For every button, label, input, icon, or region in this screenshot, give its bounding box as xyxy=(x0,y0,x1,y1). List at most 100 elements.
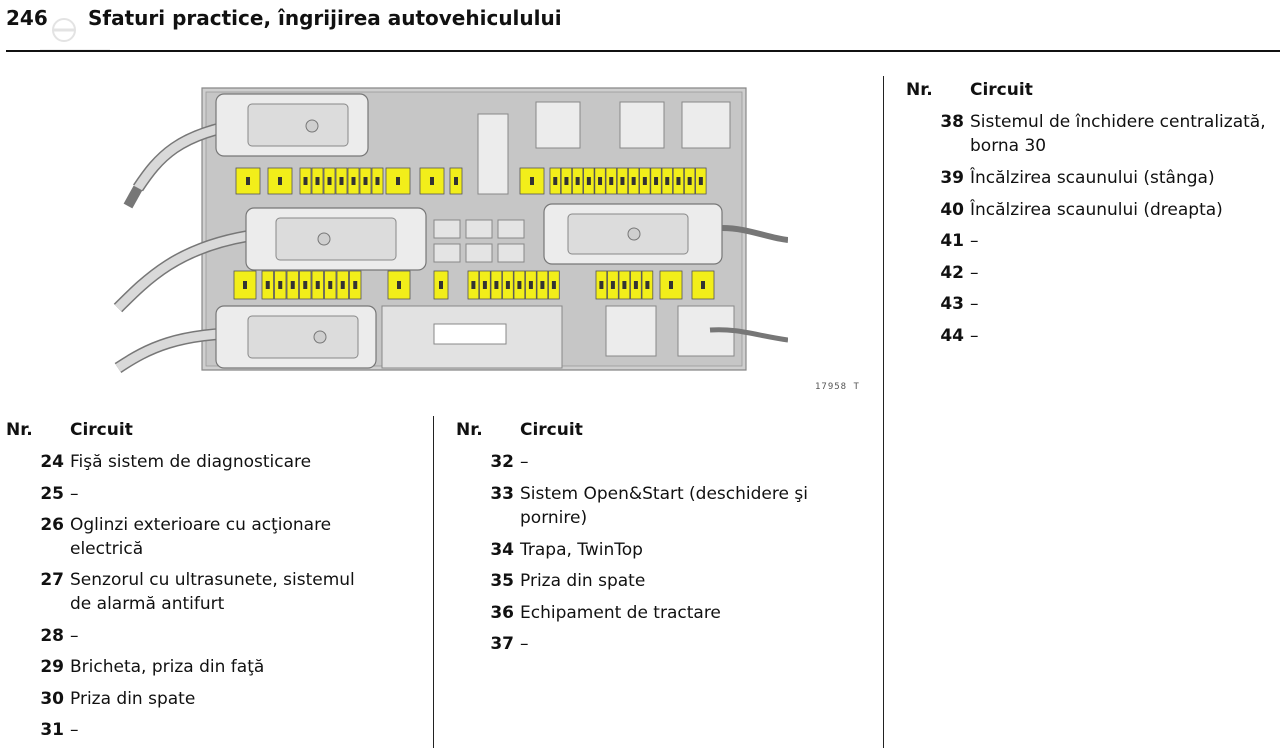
fuse-terminal xyxy=(669,281,673,289)
fuse-terminal xyxy=(631,177,636,185)
fuse-terminal xyxy=(353,281,358,289)
fuse-terminal xyxy=(315,281,320,289)
fuse-terminal xyxy=(303,281,308,289)
fuse-terminal xyxy=(633,281,638,289)
fuse-terminal xyxy=(243,281,247,289)
fuse-terminal xyxy=(698,177,703,185)
circuit-description: Sistemul de închidere centralizată, born… xyxy=(970,112,1266,156)
fuse-terminal xyxy=(303,177,308,185)
fuse-terminal xyxy=(530,177,534,185)
circuit-description: Oglinzi exterioare cu acţionare electric… xyxy=(70,515,332,559)
fuse-terminal xyxy=(454,177,458,185)
circuit-description: – xyxy=(520,634,529,654)
fuse-terminal xyxy=(351,177,356,185)
circuit-number: 37 xyxy=(490,634,514,654)
fuse-terminal xyxy=(471,281,476,289)
fuse-terminal xyxy=(430,177,434,185)
fuse-terminal xyxy=(494,281,499,289)
circuit-description: – xyxy=(70,626,79,646)
column-divider-2 xyxy=(883,76,884,748)
fuse-terminal xyxy=(687,177,692,185)
fuse-terminal xyxy=(598,177,603,185)
fuse-terminal xyxy=(439,281,443,289)
circuit-number: 30 xyxy=(40,689,64,709)
circuit-description: Echipament de tractare xyxy=(520,603,721,623)
fuse-terminal xyxy=(482,281,487,289)
circuit-description: Încălzirea scaunului (stânga) xyxy=(970,168,1215,188)
circuit-description: Priza din spate xyxy=(70,689,196,709)
circuit-number: 31 xyxy=(40,720,64,740)
fuse-terminal xyxy=(622,281,627,289)
circuit-number: 44 xyxy=(940,326,964,346)
column-divider-1 xyxy=(433,416,434,748)
circuit-description: Fişă sistem de diagnosticare xyxy=(70,452,312,472)
table-header: Nr. Circuit xyxy=(456,420,856,444)
fuse-terminal xyxy=(586,177,591,185)
fuse-terminal xyxy=(540,281,545,289)
fuse-terminal xyxy=(676,177,681,185)
page-number: 246 xyxy=(6,6,48,30)
fuse-terminal xyxy=(654,177,659,185)
fuse-terminal xyxy=(278,281,283,289)
circuit-number: 28 xyxy=(40,626,64,646)
circuit-number: 35 xyxy=(490,571,514,591)
fuse-terminal xyxy=(551,281,556,289)
circuit-number: 42 xyxy=(940,263,964,283)
fuse-terminal xyxy=(339,177,344,185)
header-nr: Nr. xyxy=(906,80,933,100)
fuse-terminal xyxy=(620,177,625,185)
fuse-row-upper xyxy=(235,167,707,195)
fuse-terminal xyxy=(553,177,558,185)
fuse-terminal xyxy=(610,281,615,289)
circuit-number: 36 xyxy=(490,603,514,623)
circuit-number: 40 xyxy=(940,200,964,220)
circuit-description: Bricheta, priza din faţă xyxy=(70,657,265,677)
fuse-terminal xyxy=(246,177,250,185)
circuit-description: Încălzirea scaunului (dreapta) xyxy=(970,200,1223,220)
circuit-description: Sistem Open&Start (deschidere şi pornire… xyxy=(520,484,808,528)
fuse-terminal xyxy=(665,177,670,185)
fuse-terminal xyxy=(564,177,569,185)
circuit-description: – xyxy=(520,452,529,472)
fuse-terminal xyxy=(265,281,270,289)
circuit-number: 43 xyxy=(940,294,964,314)
circuit-number: 27 xyxy=(40,570,64,590)
fuse-row-lower xyxy=(233,270,715,300)
circuit-description: – xyxy=(970,231,979,251)
fuse-terminal xyxy=(609,177,614,185)
fuse-terminal xyxy=(340,281,345,289)
circuit-description: Senzorul cu ultrasunete, sistemul de ala… xyxy=(70,570,355,614)
fuse-terminal xyxy=(528,281,533,289)
table-header: Nr. Circuit xyxy=(906,80,1280,104)
header-nr: Nr. xyxy=(456,420,483,440)
header-circuit: Circuit xyxy=(520,420,583,440)
fuse-terminal xyxy=(397,281,401,289)
fuse-terminal xyxy=(327,177,332,185)
circuit-description: – xyxy=(970,263,979,283)
fuse-terminal xyxy=(701,281,705,289)
page-title: Sfaturi practice, îngrijirea autovehicul… xyxy=(88,6,562,30)
fuse-terminal xyxy=(396,177,400,185)
circuit-description: – xyxy=(970,326,979,346)
circuit-number: 41 xyxy=(940,231,964,251)
fuse-terminal xyxy=(328,281,333,289)
fuse-terminal xyxy=(290,281,295,289)
diagram-reference-code: 17958 T xyxy=(815,382,860,392)
circuit-number: 38 xyxy=(940,112,964,132)
circuit-description: – xyxy=(970,294,979,314)
fuse-terminal xyxy=(645,281,650,289)
table-header: Nr. Circuit xyxy=(6,420,406,444)
fuse-terminal xyxy=(363,177,368,185)
circuit-number: 26 xyxy=(40,515,64,535)
fuse-terminal xyxy=(505,281,510,289)
circuit-number: 29 xyxy=(40,657,64,677)
circuit-number: 25 xyxy=(40,484,64,504)
fuse-terminal xyxy=(278,177,282,185)
fuse-terminal xyxy=(642,177,647,185)
circuit-number: 39 xyxy=(940,168,964,188)
fuse-terminal xyxy=(315,177,320,185)
page-header: 246 Sfaturi practice, îngrijirea autoveh… xyxy=(0,0,1280,52)
fuse-terminal xyxy=(599,281,604,289)
header-circuit: Circuit xyxy=(70,420,133,440)
fuse-box-diagram xyxy=(113,87,788,373)
